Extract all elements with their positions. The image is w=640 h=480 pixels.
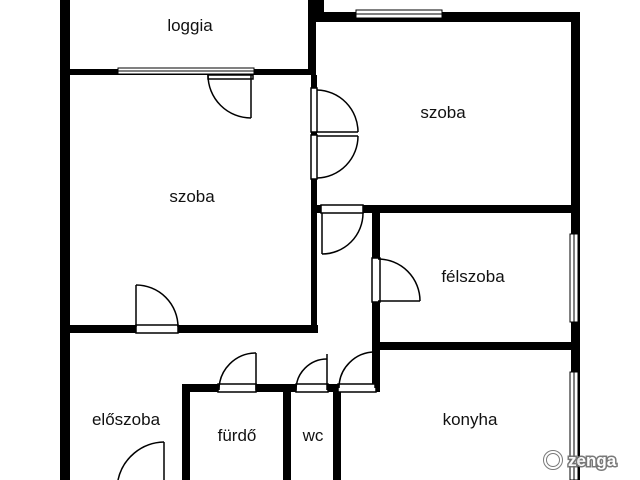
wall-bedroom-right-bottom [316, 205, 580, 213]
door-bedroom-right-bottom [320, 204, 364, 255]
room-label-bathroom: fürdő [218, 426, 257, 445]
wall-bath-left [182, 384, 190, 480]
doors [117, 74, 421, 480]
wall-top-stub [316, 0, 324, 14]
wall-wc-kitchen-divider [333, 388, 341, 480]
room-label-toilet: wc [302, 426, 324, 445]
door-entrance [117, 441, 165, 480]
room-label-half-room: félszoba [441, 267, 505, 286]
door-kitchen [337, 350, 377, 393]
door-bedroom-left-top [207, 74, 254, 119]
wall-bedroom-right-top [316, 12, 580, 22]
zenga-logo-icon [543, 450, 563, 470]
door-toilet [295, 354, 329, 393]
wall-loggia-right [308, 0, 316, 75]
room-label-kitchen: konyha [443, 410, 498, 429]
room-label-loggia: loggia [167, 16, 213, 35]
wall-bath-top [182, 384, 380, 392]
door-bedrooms-lower [310, 134, 359, 180]
door-bedroom-left-bottom [135, 284, 179, 334]
room-label-hall: előszoba [92, 410, 161, 429]
watermark-text: zenga [568, 451, 617, 470]
wall-bath-wc-divider [283, 388, 291, 480]
room-label-bedroom-right: szoba [420, 103, 466, 122]
wall-bedroom-left-bottom [60, 325, 318, 333]
door-bedrooms-upper [310, 87, 359, 133]
windows [117, 9, 579, 480]
watermark: zenga [543, 450, 618, 472]
room-labels: loggia szoba szoba félszoba előszoba für… [92, 16, 505, 445]
wall-left-exterior [60, 0, 70, 480]
door-half-room [371, 257, 421, 303]
wall-half-room-bottom [376, 342, 580, 350]
door-bathroom [217, 352, 257, 393]
room-label-bedroom-left: szoba [169, 187, 215, 206]
wall-bedrooms-divider [311, 75, 317, 331]
